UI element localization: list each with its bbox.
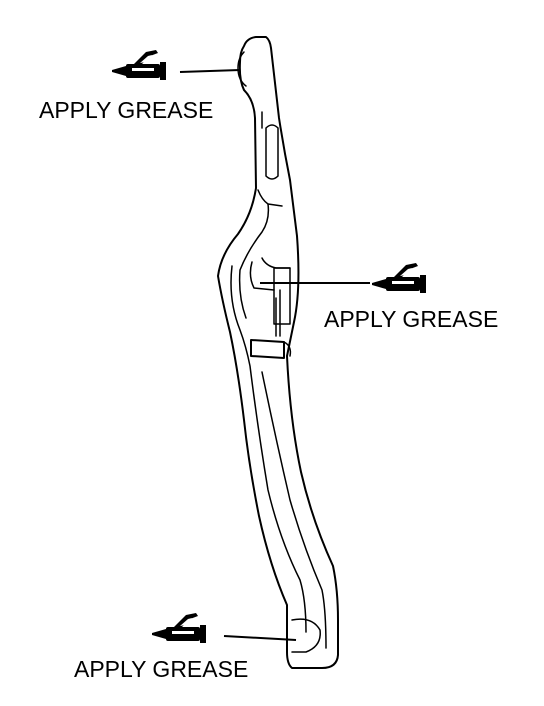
grease-gun-icon	[372, 263, 426, 293]
grease-gun-icon	[152, 613, 206, 643]
lever-arm-outline	[217, 36, 339, 669]
apply-grease-label-middle: APPLY GREASE	[324, 306, 499, 332]
leader-line-top	[179, 69, 241, 73]
apply-grease-label-bottom: APPLY GREASE	[74, 656, 249, 682]
grease-gun-icon	[112, 50, 166, 80]
apply-grease-label-top: APPLY GREASE	[39, 97, 214, 123]
leader-line-bottom	[223, 635, 297, 641]
